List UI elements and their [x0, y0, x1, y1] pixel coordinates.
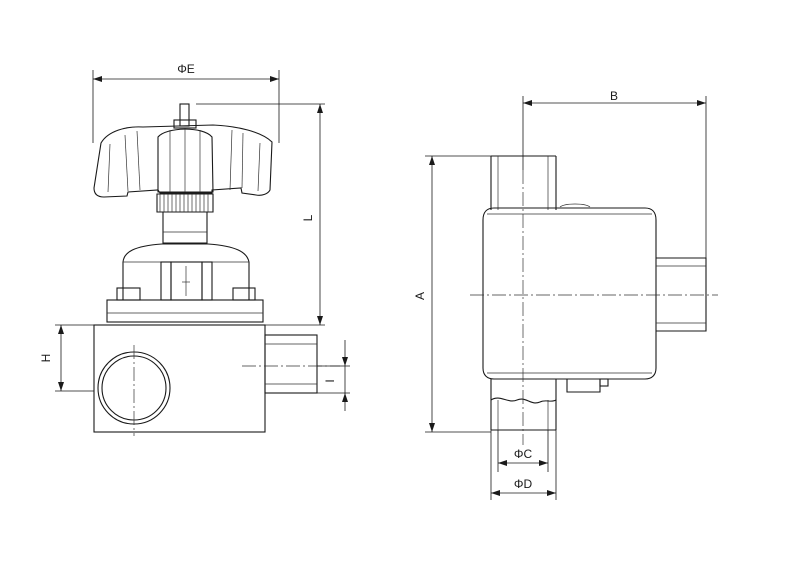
dim-i: I — [317, 340, 350, 411]
handwheel — [93, 103, 273, 198]
bolt-flange — [106, 287, 264, 323]
label-phi-c: ΦC — [514, 447, 533, 461]
label-l: L — [301, 214, 315, 221]
bottom-port — [490, 379, 557, 431]
dim-h: H — [39, 324, 94, 392]
dim-phi-e: ΦE — [92, 62, 280, 143]
label-h: H — [39, 354, 53, 363]
bonnet — [122, 212, 250, 301]
top-port — [490, 155, 557, 210]
dim-a: A — [413, 155, 491, 433]
dim-b: B — [522, 89, 707, 258]
front-view: ΦE L H I — [39, 62, 350, 436]
valve-body-side — [482, 203, 707, 393]
label-i: I — [323, 379, 337, 382]
dim-phi-c: ΦC — [497, 430, 549, 472]
label-b: B — [610, 89, 618, 103]
dim-phi-d: ΦD — [490, 430, 557, 500]
label-phi-e: ΦE — [177, 62, 195, 76]
dim-l: L — [196, 103, 325, 326]
knurled-collar — [156, 193, 214, 213]
label-a: A — [413, 292, 427, 300]
valve-body-front — [93, 324, 340, 436]
side-view: B A ΦC ΦD — [413, 89, 718, 500]
label-phi-d: ΦD — [514, 477, 533, 491]
